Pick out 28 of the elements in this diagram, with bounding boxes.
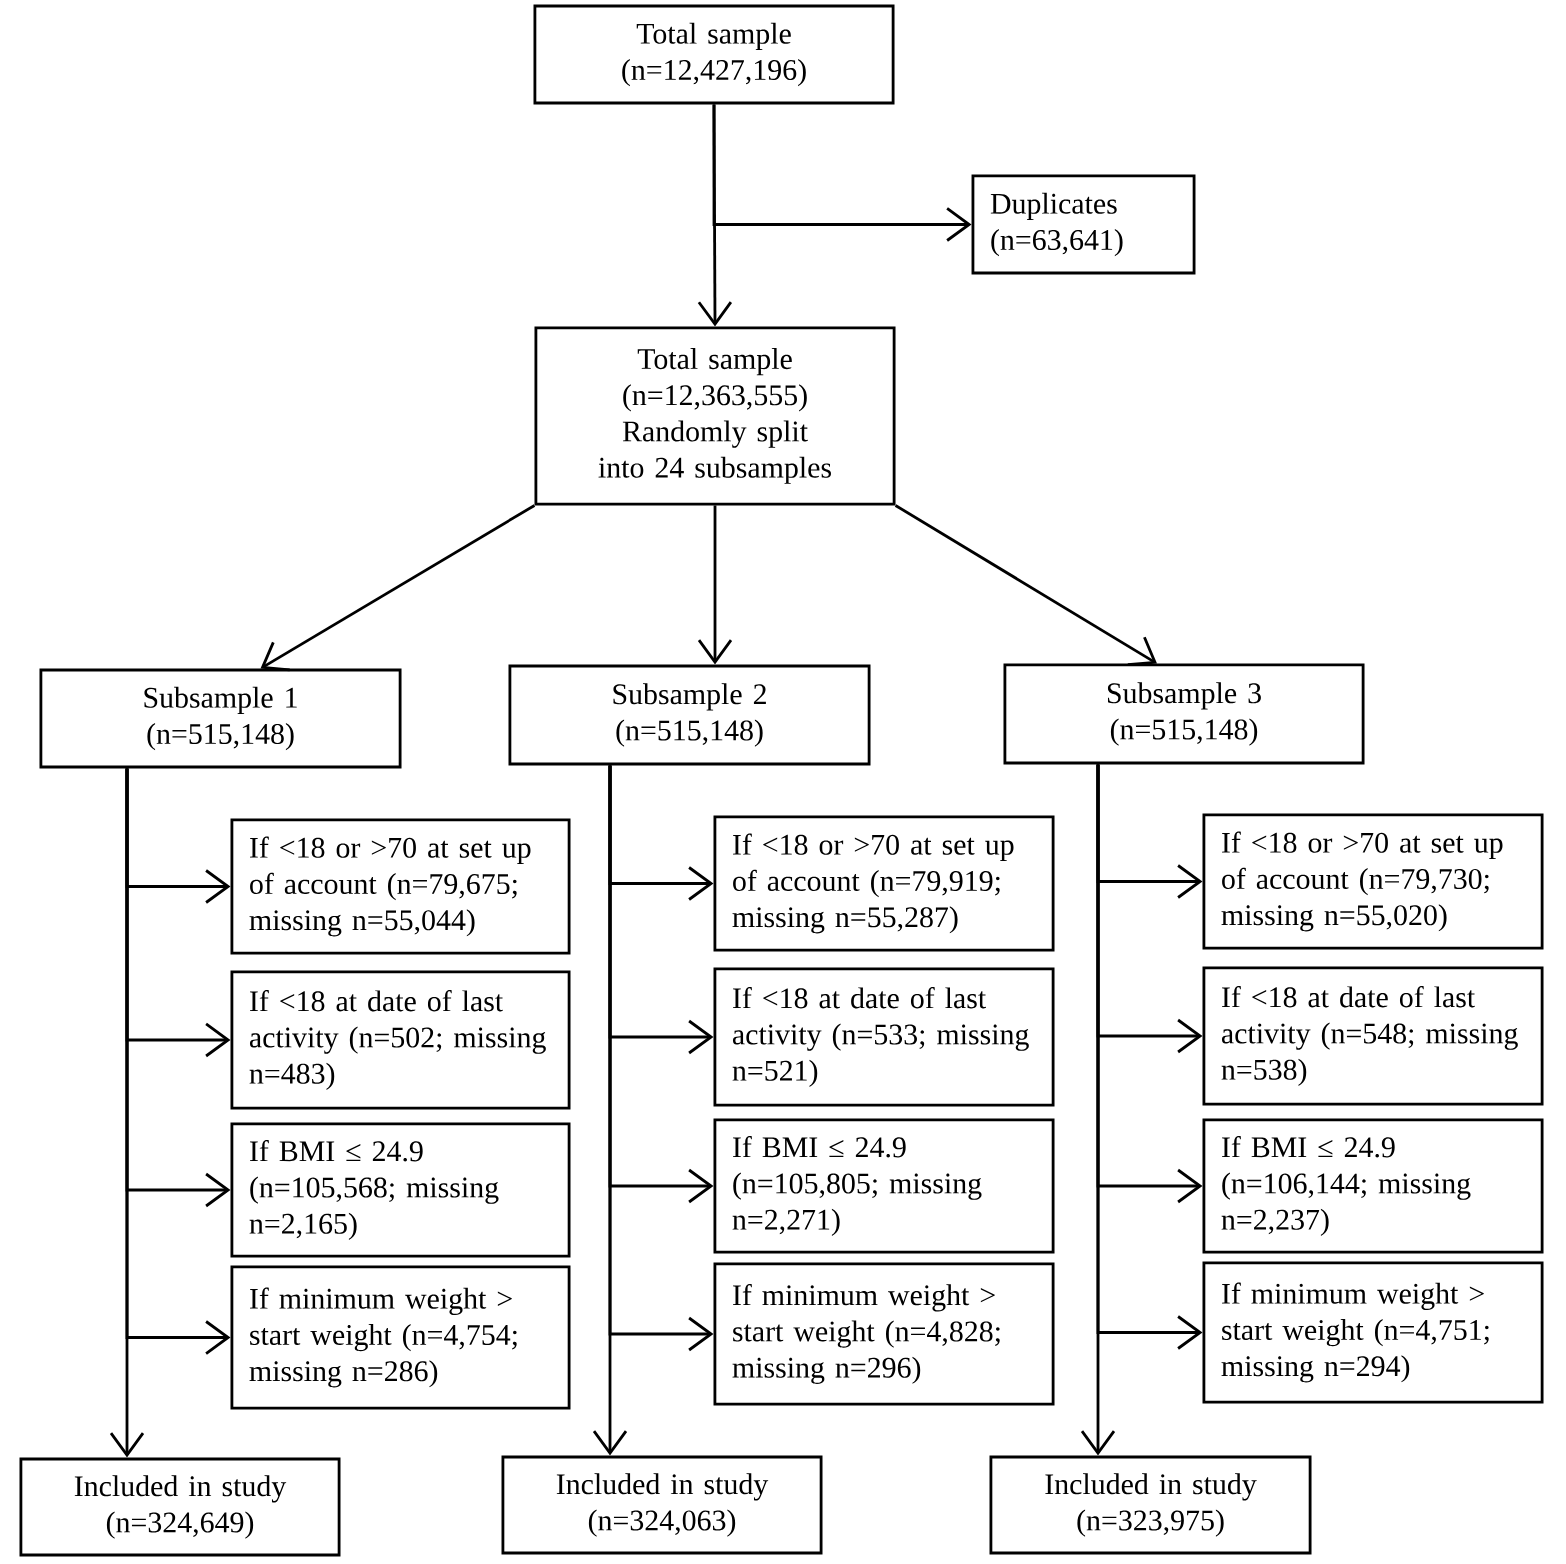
arrow (109, 768, 145, 1458)
exclusion-box: If BMI ≤ 24.9 (n=105,805; missing n=2,271) (713, 1118, 1055, 1254)
result-box: Included in study (n=324,063) (501, 1455, 823, 1555)
exclusion-box: If <18 or >70 at set up of account (n=79,919; missing n=55,287) (713, 815, 1055, 952)
arrow (1080, 764, 1116, 1456)
result-box: Included in study (n=323,975) (989, 1455, 1312, 1555)
exclusion-box: If BMI ≤ 24.9 (n=106,144; missing n=2,237) (1202, 1118, 1544, 1254)
exclusion-box: If <18 at date of last activity (n=533; missing n=521) (713, 967, 1055, 1107)
subsample-box: Subsample 1 (n=515,148) (39, 668, 402, 769)
arrow (697, 505, 733, 665)
process-box: Total sample (n=12,363,555) Randomly split into 24 subsamples (534, 326, 896, 506)
subsample-box: Subsample 3 (n=515,148) (1003, 663, 1365, 765)
arrow (712, 104, 972, 242)
arrow (894, 504, 1157, 667)
exclusion-box: If minimum weight > start weight (n=4,751; missing n=294) (1202, 1261, 1544, 1404)
exclusion-box: If <18 at date of last activity (n=502; missing n=483) (230, 970, 571, 1110)
subsample-box: Subsample 2 (n=515,148) (508, 664, 871, 766)
exclusion-box: Duplicates (n=63,641) (971, 174, 1196, 275)
exclusion-box: If minimum weight > start weight (n=4,828; missing n=296) (713, 1262, 1055, 1406)
exclusion-box: If <18 or >70 at set up of account (n=79,675; missing n=55,044) (230, 818, 571, 955)
arrow (260, 504, 536, 672)
exclusion-box: If <18 or >70 at set up of account (n=79,730; missing n=55,020) (1202, 813, 1544, 950)
exclusion-box: If minimum weight > start weight (n=4,754; missing n=286) (230, 1265, 571, 1410)
result-box: Included in study (n=324,649) (19, 1457, 341, 1557)
arrow (592, 765, 628, 1456)
process-box: Total sample (n=12,427,196) (533, 4, 895, 105)
exclusion-box: If BMI ≤ 24.9 (n=105,568; missing n=2,165) (230, 1122, 571, 1258)
exclusion-box: If <18 at date of last activity (n=548; missing n=538) (1202, 966, 1544, 1106)
